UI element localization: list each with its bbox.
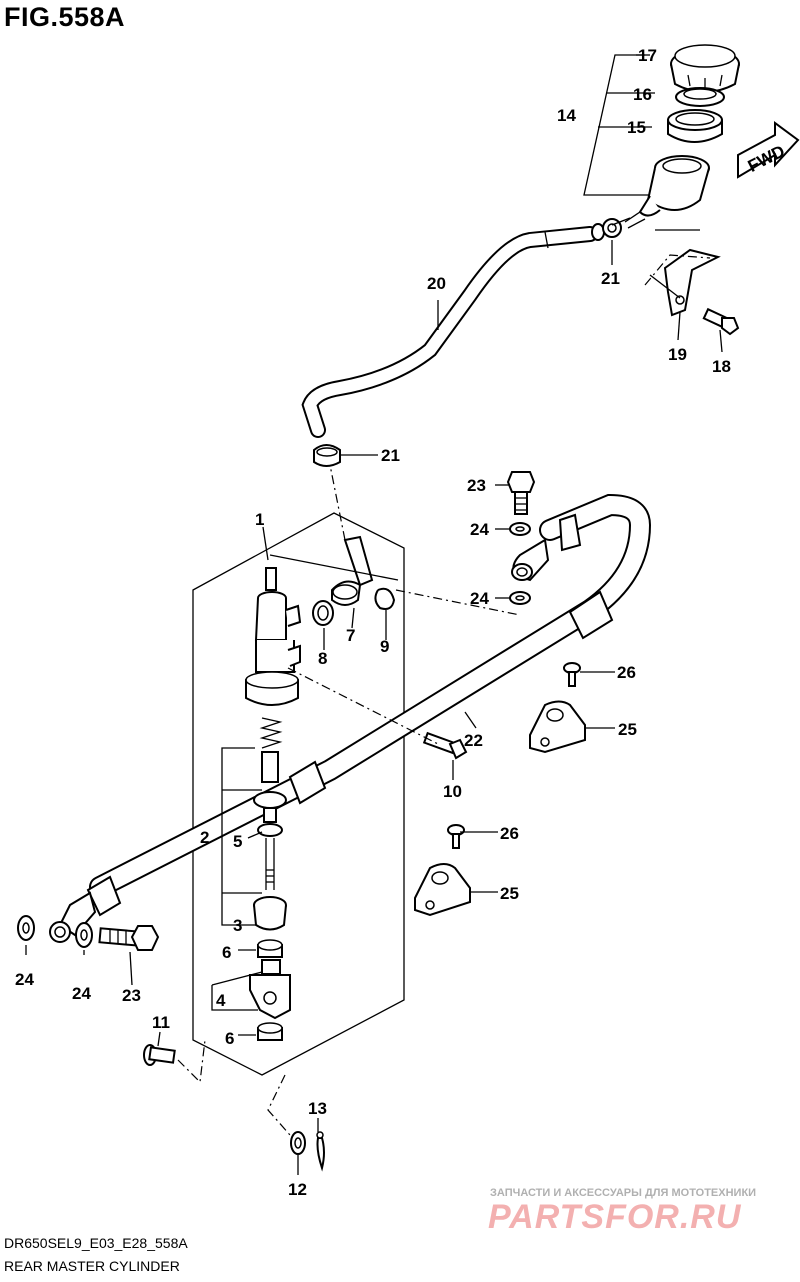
callout-7: 7: [346, 626, 355, 645]
screw-26-lower: [447, 824, 465, 849]
lock-nut-upper: [257, 939, 283, 958]
watermark-logo: PARTSFOR.RU: [488, 1198, 742, 1236]
callout-15: 15: [627, 118, 646, 137]
banjo-fitting-lower: [49, 891, 97, 943]
hose-clamp-25-lower: [414, 863, 471, 917]
clevis-pin: [143, 1044, 176, 1066]
callout-2: 2: [200, 828, 209, 847]
callout-23-lower: 23: [122, 986, 141, 1005]
callout-26-lower: 26: [500, 824, 519, 843]
cotter-pin: [316, 1131, 325, 1172]
callout-17: 17: [638, 46, 657, 65]
push-rod-boot: [253, 896, 287, 931]
washer-24-d: [75, 922, 93, 948]
assembly-outline: [192, 512, 405, 1076]
cap-plate: [675, 87, 725, 107]
callout-22: 22: [464, 731, 483, 750]
callout-24-lower: 24: [72, 984, 91, 1003]
callout-16: 16: [633, 85, 652, 104]
mounting-bolt: [422, 731, 468, 760]
callout-25-upper: 25: [618, 720, 637, 739]
callout-4: 4: [216, 991, 226, 1010]
callout-19: 19: [668, 345, 687, 364]
callout-24-left: 24: [15, 970, 34, 989]
pin-washer: [290, 1131, 306, 1155]
circlip: [374, 587, 396, 610]
callout-5: 5: [233, 832, 242, 851]
bracket-bolt: [702, 307, 740, 336]
callout-6-upper: 6: [222, 943, 231, 962]
brake-hose: [89, 493, 652, 898]
callout-24-upper: 24: [470, 520, 489, 539]
callout-25-lower: 25: [500, 884, 519, 903]
lock-nut-lower: [257, 1022, 283, 1041]
clevis: [249, 959, 291, 1020]
callout-21-lower: 21: [381, 446, 400, 465]
figure-code: DR650SEL9_E03_E28_558A: [4, 1235, 188, 1251]
screw-26-upper: [563, 662, 581, 687]
callout-13: 13: [308, 1099, 327, 1118]
o-ring: [312, 600, 334, 626]
leader-lines: [25, 54, 723, 1175]
callout-24-middle: 24: [470, 589, 489, 608]
reservoir-group-bracket: [583, 54, 650, 196]
union-bolt-lower: [98, 925, 160, 951]
callout-1: 1: [255, 510, 264, 529]
hose-clamp-lower: [313, 444, 341, 467]
washer-24-c: [17, 915, 35, 941]
callout-20: 20: [427, 274, 446, 293]
callout-labels: 1 2 3 4 5 6 6 7 8 9 10 11 12 13 14 15 16…: [15, 46, 731, 1199]
callout-11: 11: [152, 1013, 170, 1032]
washer-24-a: [509, 522, 531, 536]
fwd-arrow: FWD: [737, 121, 800, 179]
reservoir-bracket: [663, 248, 721, 317]
callout-26-upper: 26: [617, 663, 636, 682]
callout-10: 10: [443, 782, 462, 801]
reservoir-cap: [670, 44, 740, 93]
callout-6-lower: 6: [225, 1029, 234, 1048]
piston-set: [253, 717, 287, 890]
callout-23-upper: 23: [467, 476, 486, 495]
figure-title: FIG.558A: [4, 2, 126, 32]
washer-24-b: [509, 591, 531, 605]
callout-3: 3: [233, 916, 242, 935]
reservoir-body: [624, 155, 710, 229]
callout-21-upper: 21: [601, 269, 620, 288]
union-bolt-upper: [506, 471, 536, 515]
callout-9: 9: [380, 637, 389, 656]
callout-12: 12: [288, 1180, 307, 1199]
hose-clamp-upper: [602, 218, 622, 238]
diaphragm: [667, 109, 723, 143]
watermark-caption: ЗАПЧАСТИ И АКСЕССУАРЫ ДЛЯ МОТОТЕХНИКИ: [490, 1187, 757, 1199]
figure-name: REAR MASTER CYLINDER: [4, 1258, 180, 1274]
banjo-fitting-upper: [511, 538, 550, 582]
master-cylinder-body: [245, 567, 302, 706]
callout-8: 8: [318, 649, 327, 668]
hose-clamp-25-upper: [529, 700, 586, 754]
callout-18: 18: [712, 357, 731, 376]
callout-14: 14: [557, 106, 576, 125]
